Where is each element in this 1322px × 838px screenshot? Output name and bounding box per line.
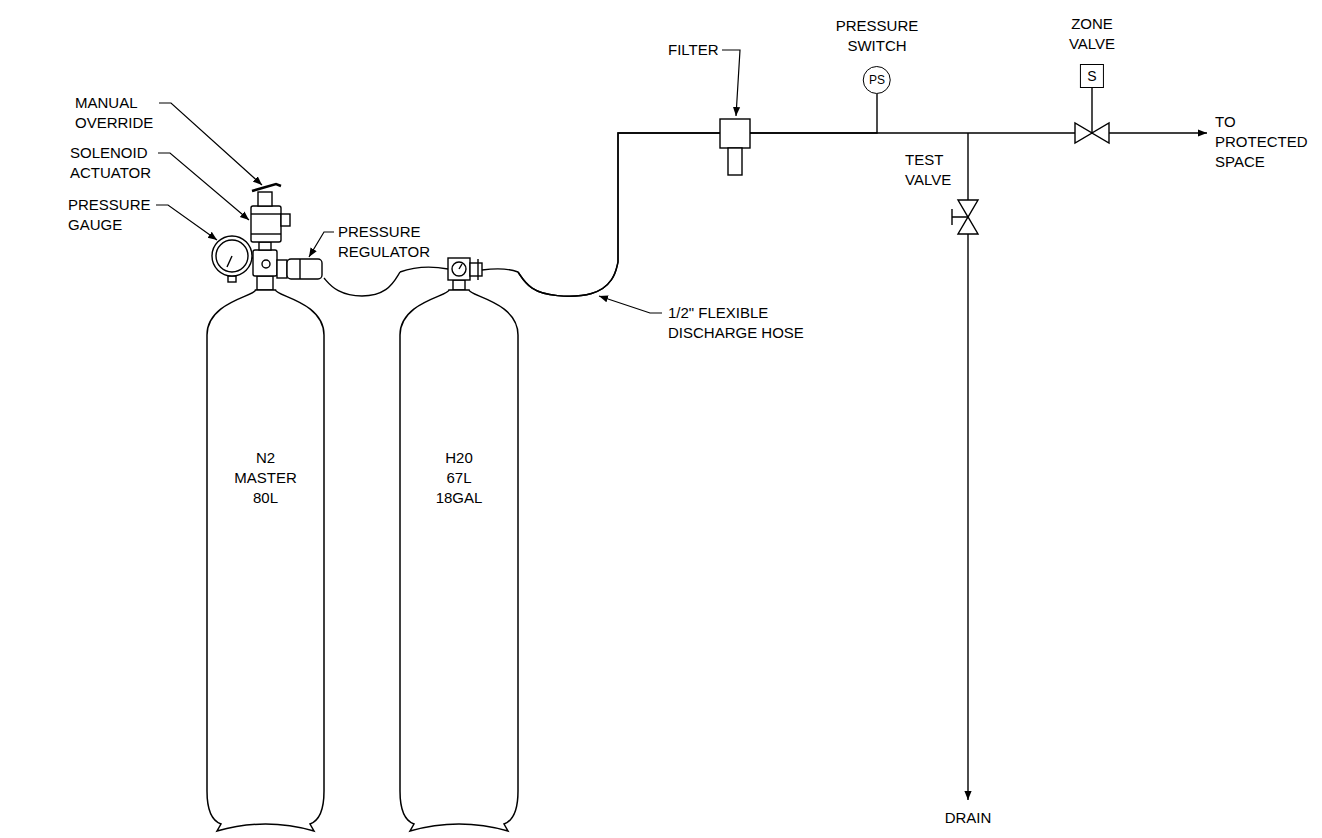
part-label: TO PROTECTED SPACE (1215, 112, 1308, 172)
pipe (967, 133, 968, 200)
gas-cylinder: N2 MASTER 80L (207, 180, 324, 832)
pressure-regulator (287, 259, 322, 279)
part-label: TEST VALVE (905, 150, 951, 190)
cylinder-body (207, 290, 324, 831)
solenoid-actuator (251, 206, 281, 242)
part-label: SOLENOID ACTUATOR (70, 143, 151, 183)
water-cylinder: H20 67L 18GAL (400, 255, 518, 832)
solenoid-box: ZONE VALVE S (1069, 14, 1115, 88)
pipe-connector (324, 272, 400, 296)
part-label: 1/2" FLEXIBLE DISCHARGE HOSE (668, 303, 818, 343)
solenoid-actuator (251, 213, 281, 214)
leader-line (722, 50, 740, 116)
symbol-letter: S (1087, 68, 1096, 84)
filter-symbol (720, 119, 750, 175)
n2-valve (259, 242, 271, 250)
part-label: MANUAL OVERRIDE (75, 93, 153, 133)
component-heading: ZONE VALVE (1069, 14, 1115, 54)
n2-valve (253, 242, 277, 290)
part-label: PRESSURE GAUGE (68, 195, 151, 235)
h2o-valve (453, 280, 465, 290)
switch-circle: PS (863, 66, 891, 94)
cylinder-label: N2 MASTER 80L (234, 448, 297, 508)
label-anchor: PRESSURE REGULATOR (338, 222, 430, 262)
part-label: PRESSURE REGULATOR (338, 222, 430, 262)
leader-line (156, 50, 740, 313)
label-anchor: TEST VALVE (905, 150, 951, 190)
h2o-valve (470, 263, 482, 276)
label-anchor: TO PROTECTED SPACE (1215, 112, 1308, 172)
component-heading: PRESSURE SWITCH (836, 16, 919, 56)
solenoid-actuator (251, 233, 281, 234)
manual-override (252, 184, 281, 206)
leader-line (159, 103, 262, 185)
pressure-switch: PRESSURE SWITCH PS (836, 16, 919, 94)
h2o-valve (448, 258, 470, 280)
leader-line (309, 232, 334, 257)
h2o-valve (459, 264, 462, 269)
pressure-regulator (277, 259, 322, 279)
pressure-gauge (212, 236, 253, 282)
leader-line (158, 153, 249, 220)
h2o-valve (452, 262, 466, 276)
pipe-connector (518, 94, 877, 296)
pressure-gauge (212, 236, 252, 276)
leader-line (156, 205, 217, 240)
leader-line (599, 296, 662, 313)
pressure-gauge (227, 256, 232, 267)
h2o-valve (448, 258, 482, 290)
flexible-hose (400, 267, 448, 272)
cylinder-outline (399, 254, 519, 833)
pressure-gauge (228, 276, 236, 282)
label-anchor: FILTER (668, 40, 719, 60)
h2o-valve (477, 259, 478, 280)
cylinder-body (400, 290, 518, 831)
flexible-hose (482, 269, 518, 272)
n2-valve (257, 276, 273, 290)
test-valve-symbol (952, 200, 978, 234)
pressure-regulator (299, 259, 300, 279)
manual-override (252, 184, 281, 191)
cylinder-label: H20 67L 18GAL (436, 448, 483, 508)
label-anchor: SOLENOID ACTUATOR (70, 143, 151, 183)
symbol-letter: PS (869, 73, 885, 87)
n2-valve (253, 250, 277, 276)
solenoid-actuator (251, 206, 290, 242)
filter-symbol (728, 148, 742, 175)
manual-override (258, 192, 272, 206)
solenoid-square: S (1080, 64, 1104, 88)
filter-symbol (720, 119, 750, 148)
pipe (968, 133, 1207, 800)
label-anchor: DRAIN (945, 808, 992, 828)
pressure-gauge (216, 240, 248, 272)
pipe (1109, 132, 1207, 133)
flexible-hose (400, 267, 518, 272)
pipe (967, 234, 968, 800)
n2-valve (262, 260, 270, 268)
part-label: FILTER (668, 40, 719, 60)
label-anchor: PRESSURE GAUGE (68, 195, 151, 235)
zone-valve-body (1075, 123, 1109, 143)
solenoid-actuator (281, 214, 290, 226)
test-valve-symbol (952, 209, 968, 225)
pipe-connector (518, 88, 1092, 296)
label-anchor: 1/2" FLEXIBLE DISCHARGE HOSE (668, 303, 818, 343)
pressure-regulator (277, 260, 287, 278)
label-anchor: MANUAL OVERRIDE (75, 93, 153, 133)
part-label: DRAIN (945, 808, 992, 828)
zone-valve-body (1075, 123, 1109, 143)
